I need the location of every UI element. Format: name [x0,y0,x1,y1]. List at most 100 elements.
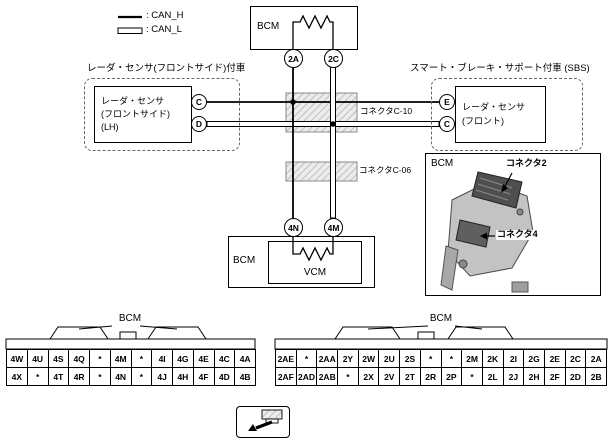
connector-pin-cell: 2R [420,368,441,385]
table2-title: BCM [429,313,453,324]
connector2-arrowhead [501,184,508,193]
connector-pin-cell: 4H [173,368,193,385]
connector-pin-cell: 2T [400,368,420,385]
connector-pin-cell: 4T [48,368,69,385]
connector-pin-cell: 2AE [276,350,296,367]
table1-connector-outline [5,325,256,350]
connector-pin-cell: 2P [441,368,462,385]
connector-pin-cell: * [338,368,358,385]
connector-pin-cell: 2AF [276,368,296,385]
can-l-main-wire [330,66,336,219]
connector-pin-cell: 2D [565,368,586,385]
connector-pin-cell: 4D [214,368,235,385]
left-device-line2: (フロントサイド) [101,108,170,119]
bcm-unit-illustration [440,171,534,293]
bottom-bcm-label: BCM [233,255,256,266]
can-l-legend-swatch [117,27,143,34]
top-bcm-label: BCM [257,21,280,32]
left-device-line1: レーダ・センサ [101,95,165,106]
connector-pin-cell: 2B [586,368,606,385]
connector-pin-cell: 2C [565,350,586,367]
connector-c06-strip [285,161,358,182]
connector-pin-cell: 4R [69,368,89,385]
connector2-callout: コネクタ2 [505,158,548,169]
can-l-junction-dot [330,121,336,127]
pin-2a: 2A [284,49,303,68]
pin-2c: 2C [324,49,343,68]
pin-4n: 4N [284,218,303,237]
left-radar-sensor-box: レーダ・センサ (フロントサイド) (LH) [94,86,192,143]
connector4-arrowhead [480,232,487,240]
connector-pin-cell: 4J [152,368,172,385]
connector-pin-cell: 4W [7,350,27,367]
connector-c06-label: コネクタC-06 [359,165,412,175]
connector2-leader-line [503,172,513,189]
right-condition-dashed-box [431,78,583,151]
top-bcm-box [250,6,358,50]
left-condition-dashed-box [84,78,240,151]
connector-pin-cell: 2E [544,350,565,367]
pin-c-left: C [191,94,207,110]
connector-pin-cell: 2I [503,350,524,367]
vcm-box [268,241,362,284]
connector-pin-cell: 4N [110,368,131,385]
right-condition-title: スマート・ブレーキ・サポート付車 (SBS) [410,63,590,74]
can-h-junction-dot [290,99,296,105]
connector-pin-cell: 2A [586,350,606,367]
connector-pin-cell: 4M [110,350,131,367]
connector-pin-cell: * [131,368,152,385]
connector-removal-icon [248,409,283,431]
connector-pin-cell: * [131,350,152,367]
connector-pin-cell: 4Q [69,350,89,367]
connector-pin-cell: 2G [524,350,544,367]
connector-pin-cell: 2W [358,350,379,367]
bcm-terminator-resistor [292,14,334,49]
pin-d-left: D [191,116,207,132]
connector-pin-cell: 2V [379,368,400,385]
connector-pin-cell: 2X [358,368,379,385]
connector-pin-cell: 2S [400,350,420,367]
connector-pin-cell: 2F [544,368,565,385]
can-l-branch-wire [206,121,440,127]
right-device-line1: レーダ・センサ [462,102,526,113]
left-device-line3: (LH) [101,122,119,133]
connector-pin-cell: 2H [524,368,544,385]
connector-pin-cell: 2AB [317,368,338,385]
connector-pin-cell: 2AA [317,350,338,367]
connector-pin-cell: * [420,350,441,367]
connector-pin-cell: 2L [482,368,503,385]
connector-pin-cell: * [90,368,110,385]
right-device-line2: (フロント) [462,115,504,126]
connector-pin-cell: 2Y [338,350,358,367]
connector-pin-cell: 4B [235,368,255,385]
connector-pin-cell: 4I [152,350,172,367]
connector-pin-cell: 2AD [296,368,317,385]
pin-e-right: E [439,94,455,110]
pin-c-right: C [439,116,455,132]
connector-pin-cell: 4X [7,368,27,385]
legend-can-l-label: : CAN_L [146,24,182,35]
table1-title: BCM [118,313,142,324]
connector-pin-cell: 4S [48,350,69,367]
connector-pin-cell: 4E [193,350,214,367]
left-condition-title: レーダ・センサ(フロントサイド)付車 [87,63,246,74]
connector-pin-cell: * [462,368,482,385]
connector-c10-label: コネクタC-10 [360,106,413,116]
table2-connector-outline [274,325,608,350]
photo-panel-bcm-label: BCM [431,158,454,169]
connector-pin-cell: * [296,350,317,367]
connector-pin-cell: 4A [235,350,255,367]
connector-pin-cell: 4C [214,350,235,367]
legend-can-h-label: : CAN_H [146,10,184,21]
connector4-shape [455,219,491,248]
connector-pin-cell: * [441,350,462,367]
connector-pin-cell: 2U [379,350,400,367]
connector-pin-cell: 2K [482,350,503,367]
bcm-photo-panel [425,153,601,296]
connector-pin-cell: 2J [503,368,524,385]
connector-pin-cell: 4F [193,368,214,385]
connector-pin-cell: 4G [173,350,193,367]
